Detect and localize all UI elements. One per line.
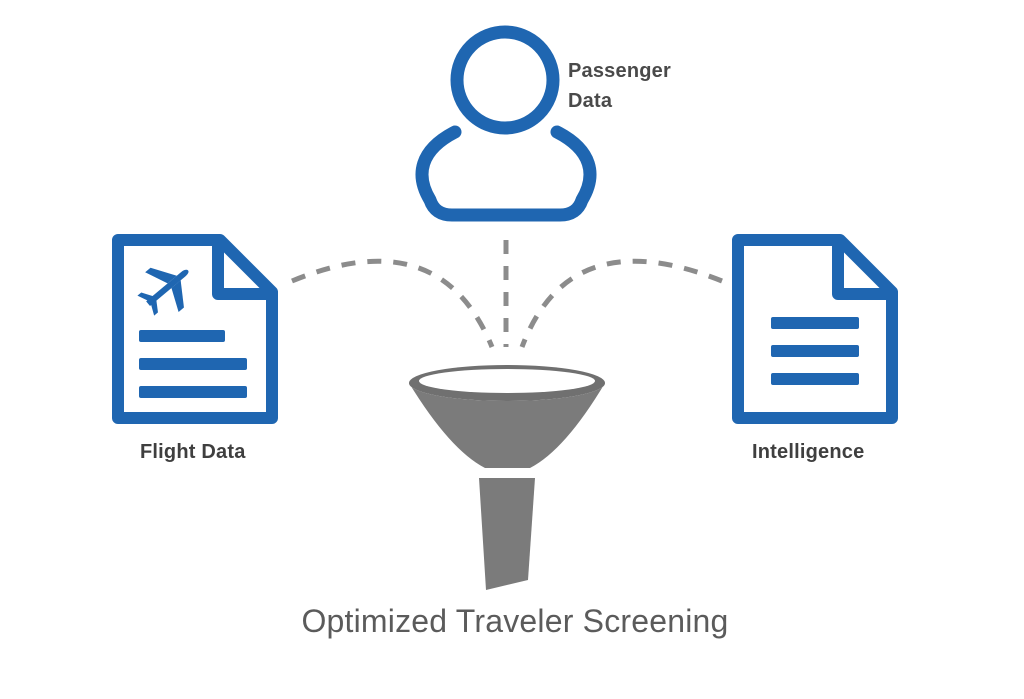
passenger-data-label: Passenger Data xyxy=(568,56,671,116)
flight-data-label: Flight Data xyxy=(140,441,246,463)
passenger-label-line1: Passenger xyxy=(568,60,671,82)
funnel-icon xyxy=(409,365,605,590)
airplane-icon xyxy=(137,267,189,316)
document-icon xyxy=(732,234,898,424)
connector-flight xyxy=(291,258,495,348)
passenger-label-line2: Data xyxy=(568,90,613,112)
connector-lines xyxy=(291,240,723,348)
intelligence-label: Intelligence xyxy=(752,441,865,463)
person-icon xyxy=(415,25,597,222)
connector-intelligence xyxy=(519,258,723,348)
diagram-title: Optimized Traveler Screening xyxy=(301,603,729,639)
flight-document-icon xyxy=(112,234,278,424)
